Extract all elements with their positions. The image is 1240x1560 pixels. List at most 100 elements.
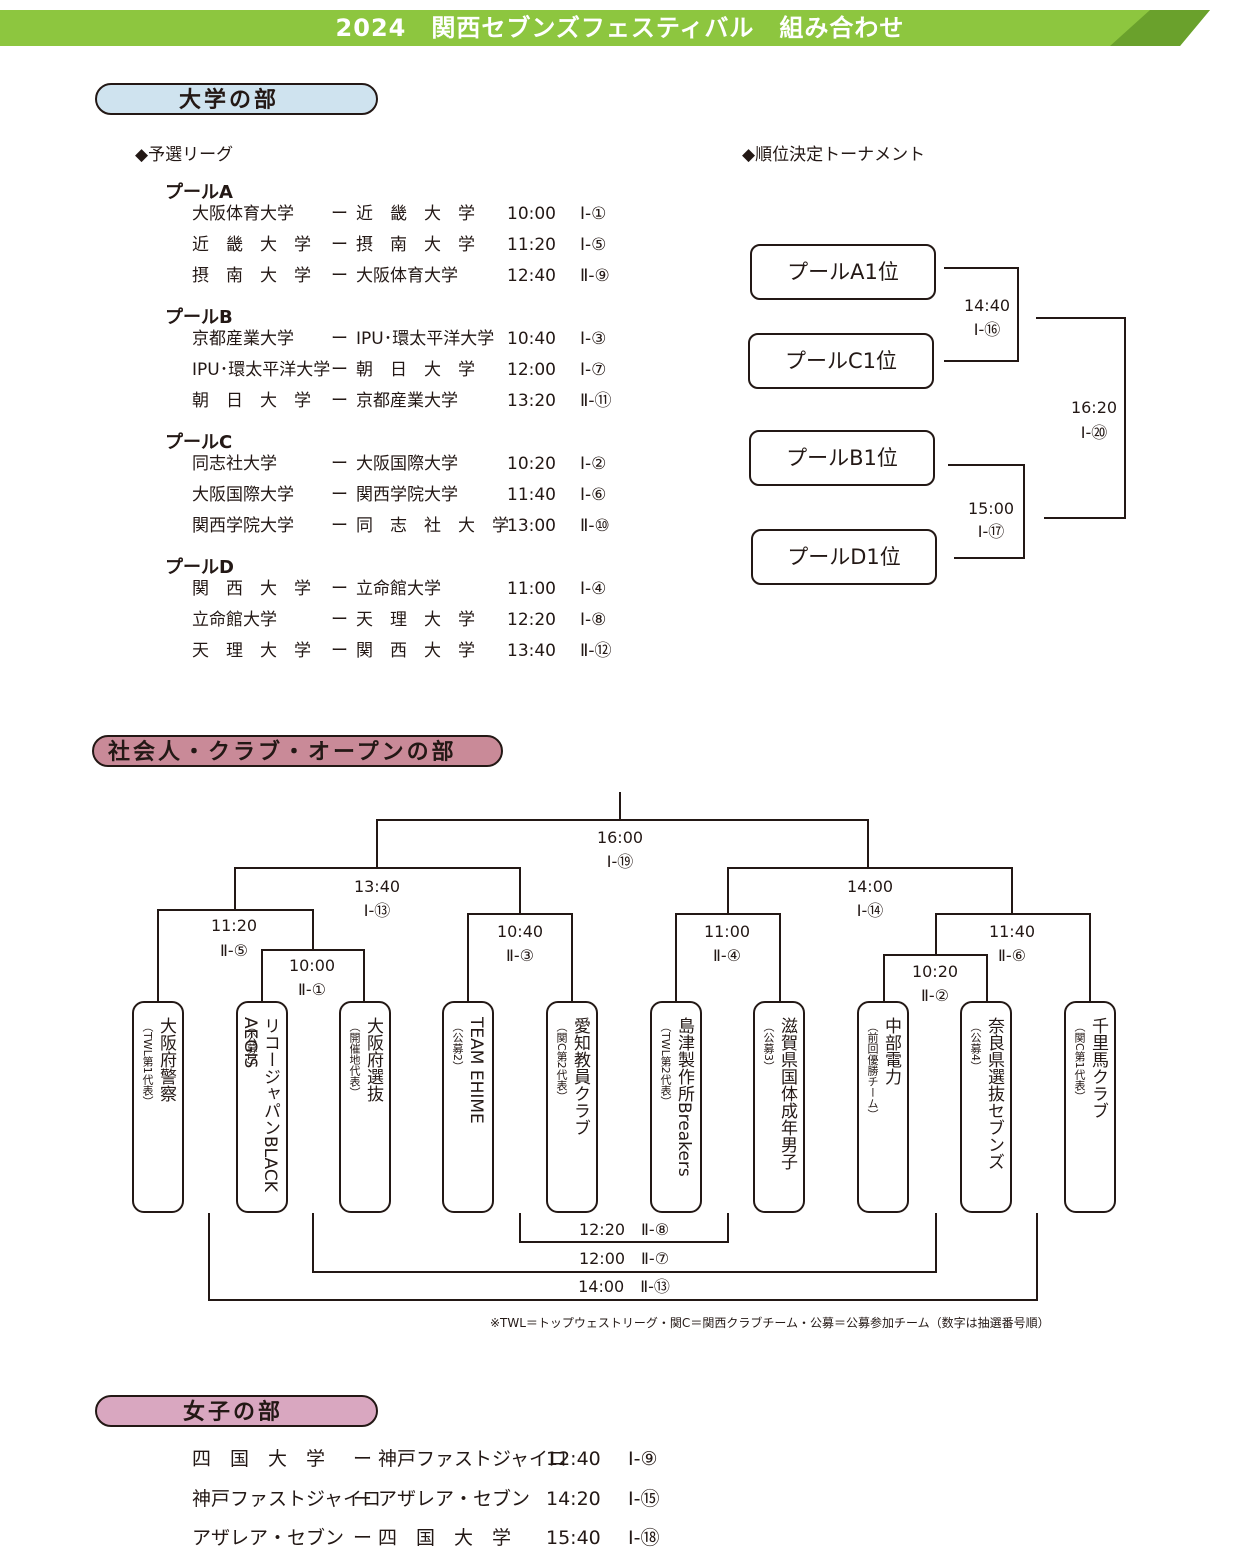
match-dash: ー: [331, 485, 348, 505]
team-name: 大阪府警察: [156, 1017, 176, 1102]
match-home-team: 四 国 大 学: [192, 1448, 326, 1470]
team-qualifier: （TWL第2代表）: [659, 1021, 672, 1107]
match-home-team: 大阪体育大学: [192, 204, 294, 224]
team-box: 滋賀県国体成年男子（公募3）: [753, 1001, 805, 1213]
m5-court: Ⅱ-⑤: [220, 941, 248, 960]
bracket-slot-pool-c1: プールC1位: [748, 333, 934, 389]
match-home-team: 神戸ファストジャイロ: [192, 1488, 382, 1510]
section-open-label: 社会人・クラブ・オープンの部: [92, 735, 503, 767]
match-home-team: 天 理 大 学: [192, 641, 311, 661]
match-dash: ー: [331, 610, 348, 630]
match-time: 12:20: [507, 610, 556, 630]
match-time: 12:40: [546, 1448, 601, 1470]
pool-name: プールC: [165, 432, 233, 453]
m3-time: 10:40: [496, 922, 544, 941]
match-away-team: 大阪体育大学: [356, 266, 458, 286]
match-away-team: 関 西 大 学: [356, 641, 475, 661]
team-qualifier: （前回優勝チーム）: [866, 1021, 879, 1120]
match-away-team: IPU･環太平洋大学: [356, 329, 495, 349]
team-box: リコージャパンBLACK AEGIS（公募1）: [236, 1001, 288, 1213]
team-qualifier: （関C第2代表）: [555, 1021, 568, 1102]
match-court: Ⅰ-⑨: [628, 1448, 658, 1470]
bracket-slot-pool-a1: プールA1位: [750, 244, 936, 300]
match-court: Ⅱ-⑫: [580, 641, 612, 661]
match-away-team: 立命館大学: [356, 579, 441, 599]
tournament-heading: ◆順位決定トーナメント: [742, 145, 926, 165]
match-home-team: 摂 南 大 学: [192, 266, 311, 286]
match-home-team: 同志社大学: [192, 454, 277, 474]
match-dash: ー: [331, 579, 348, 599]
match-time: 10:40: [507, 329, 556, 349]
match-time: 11:20: [507, 235, 556, 255]
match-time: 10:20: [507, 454, 556, 474]
team-name: 中部電力: [881, 1017, 901, 1085]
match-court: Ⅰ-①: [580, 204, 607, 224]
match-away-team: 朝 日 大 学: [356, 360, 475, 380]
match-time: 13:40: [507, 641, 556, 661]
team-name: 奈良県選抜セブンズ: [984, 1017, 1004, 1170]
match-time: 10:00: [507, 204, 556, 224]
team-qualifier: （関C第1代表）: [1073, 1021, 1086, 1102]
match-dash: ー: [331, 235, 348, 255]
match-home-team: 大阪国際大学: [192, 485, 294, 505]
match-time: 13:00: [507, 516, 556, 536]
m5-time: 11:20: [210, 916, 258, 935]
final-court: Ⅰ-⑳: [1080, 423, 1108, 442]
pool-match-row: 天 理 大 学ー関 西 大 学 13:40 Ⅱ-⑫: [0, 639, 700, 663]
open-bracket-lines: [157, 792, 1091, 1301]
match-home-team: 関西学院大学: [192, 516, 294, 536]
match-dash: ー: [331, 204, 348, 224]
match-court: Ⅰ-②: [580, 454, 607, 474]
team-box: 大阪府選抜（開催地代表）: [339, 1001, 391, 1213]
match-dash: ー: [353, 1527, 373, 1549]
match-time: 14:20: [546, 1488, 601, 1510]
match-time: 12:40: [507, 266, 556, 286]
match-time: 15:40: [546, 1527, 601, 1549]
bracket-slot-pool-d1: プールD1位: [751, 529, 937, 585]
match-dash: ー: [353, 1448, 373, 1470]
match-home-team: アザレア・セブン: [192, 1527, 345, 1549]
match-court: Ⅰ-⑦: [580, 360, 607, 380]
team-name: 島津製作所Breakers: [674, 1017, 694, 1177]
team-qualifier: （公募4）: [969, 1021, 982, 1072]
team-box: 島津製作所Breakers（TWL第2代表）: [650, 1001, 702, 1213]
semi1-court: Ⅰ-⑯: [973, 320, 1001, 339]
team-qualifier: （公募1）: [245, 1021, 258, 1072]
section-women-label: 女子の部: [95, 1395, 378, 1427]
match-home-team: 関 西 大 学: [192, 579, 311, 599]
match-dash: ー: [331, 641, 348, 661]
header-banner: [0, 10, 1210, 46]
match-time: 11:40: [507, 485, 556, 505]
page-title: 2024 関西セブンズフェスティバル 組み合わせ: [335, 14, 905, 42]
match-home-team: 立命館大学: [192, 610, 277, 630]
team-qualifier: （開催地代表）: [348, 1021, 361, 1098]
match-time: 13:20: [507, 391, 556, 411]
m4-court: Ⅱ-④: [713, 946, 741, 965]
match-away-team: 関西学院大学: [356, 485, 458, 505]
team-qualifier: （公募2）: [451, 1021, 464, 1072]
team-name: TEAM EHIME: [466, 1017, 486, 1124]
match-away-team: 四 国 大 学: [378, 1527, 512, 1549]
match-away-team: 神戸ファストジャイロ: [378, 1448, 568, 1470]
bracket-slot-pool-b1: プールB1位: [749, 430, 935, 486]
abbreviation-note: ※TWL＝トップウェストリーグ・関C＝関西クラブチーム・公募＝公募参加チーム（数…: [490, 1316, 1050, 1330]
match-home-team: IPU･環太平洋大学: [192, 360, 331, 380]
team-name: リコージャパンBLACK AEGIS: [240, 1017, 280, 1192]
m1-court: Ⅱ-①: [298, 980, 326, 999]
match-home-team: 朝 日 大 学: [192, 391, 311, 411]
team-name: 千里馬クラブ: [1088, 1017, 1108, 1119]
m3-court: Ⅱ-③: [506, 946, 534, 965]
m6-court: Ⅱ-⑥: [998, 946, 1026, 965]
match-away-team: 京都産業大学: [356, 391, 458, 411]
m2-court: Ⅱ-②: [921, 986, 949, 1005]
semi1-time: 14:40: [963, 296, 1011, 315]
match-time: 11:00: [507, 579, 556, 599]
